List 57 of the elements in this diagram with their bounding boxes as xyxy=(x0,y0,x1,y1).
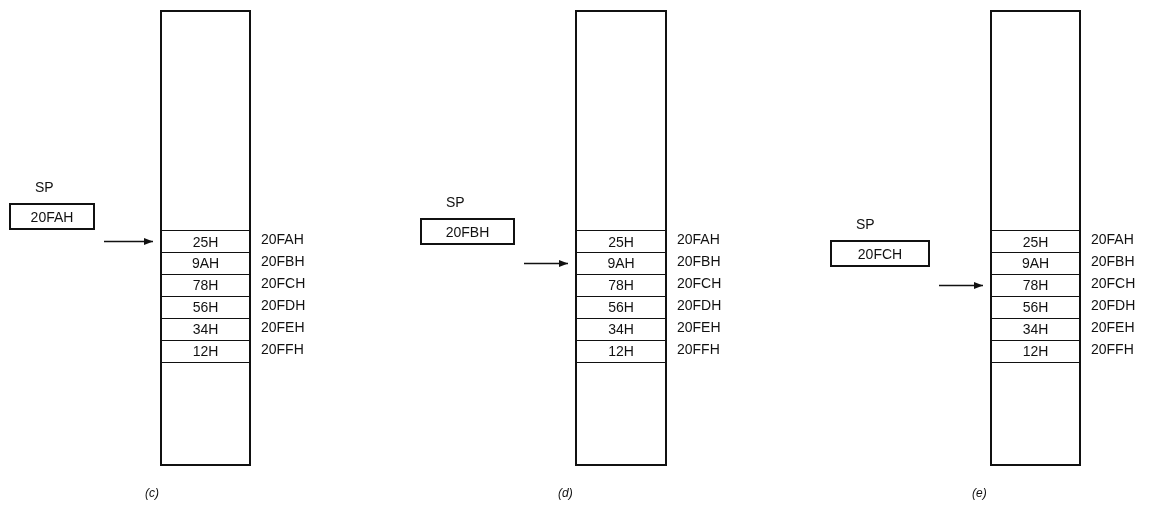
register-box xyxy=(420,218,515,245)
address-label: 20FEH xyxy=(261,319,305,335)
cell-value: 78H xyxy=(608,277,634,293)
memory-cell xyxy=(162,230,249,253)
address-label: 20FCH xyxy=(261,275,306,291)
memory-column xyxy=(575,10,667,466)
cell-value: 25H xyxy=(1022,233,1049,250)
register-name: SP xyxy=(856,216,875,232)
address-label: 20FDH xyxy=(261,297,306,313)
address-label: 20FAH xyxy=(677,231,720,247)
cell-value: 25H xyxy=(192,233,219,250)
cell-value: 56H xyxy=(1022,299,1049,315)
cell-value: 12H xyxy=(1022,343,1049,359)
address-label: 20FBH xyxy=(677,253,721,269)
address-label: 20FFH xyxy=(261,341,304,357)
cell-value: 25H xyxy=(608,233,634,250)
cell-value: 9AH xyxy=(191,255,220,271)
memory-column xyxy=(990,10,1081,466)
memory-column xyxy=(160,10,251,466)
address-label: 20FBH xyxy=(1091,253,1135,269)
address-label: 20FFH xyxy=(1091,341,1134,357)
register-box xyxy=(9,203,95,230)
arrow xyxy=(523,259,569,268)
register-name: SP xyxy=(446,194,465,210)
address-label: 20FEH xyxy=(1091,319,1135,335)
cell-value: 78H xyxy=(1022,277,1049,293)
panel-caption: (d) xyxy=(558,486,573,500)
arrow xyxy=(103,237,154,246)
cell-value: 56H xyxy=(608,299,634,315)
address-label: 20FEH xyxy=(677,319,721,335)
address-label: 20FDH xyxy=(1091,297,1136,313)
panel-caption: (e) xyxy=(972,486,987,500)
memory-cell xyxy=(992,230,1079,253)
cell-value: 78H xyxy=(192,277,219,293)
cell-value: 34H xyxy=(1022,321,1049,337)
memory-cell xyxy=(577,230,665,253)
cell-value: 34H xyxy=(608,321,634,337)
cell-value: 12H xyxy=(192,343,219,359)
register-value: 20FBH xyxy=(445,223,490,240)
cell-value: 9AH xyxy=(1021,255,1050,271)
panel-caption: (c) xyxy=(145,486,159,500)
cell-value: 34H xyxy=(192,321,219,337)
cell-value: 12H xyxy=(608,343,634,359)
register-value: 20FAH xyxy=(30,208,74,225)
address-label: 20FFH xyxy=(677,341,720,357)
address-label: 20FCH xyxy=(1091,275,1136,291)
address-label: 20FBH xyxy=(261,253,305,269)
address-label: 20FDH xyxy=(677,297,722,313)
cell-value: 56H xyxy=(192,299,219,315)
address-label: 20FCH xyxy=(677,275,722,291)
address-label: 20FAH xyxy=(261,231,304,247)
register-name: SP xyxy=(35,179,54,195)
address-label: 20FAH xyxy=(1091,231,1134,247)
arrow xyxy=(938,281,984,290)
register-value: 20FCH xyxy=(857,245,903,262)
register-box xyxy=(830,240,930,267)
cell-value: 9AH xyxy=(607,255,635,271)
